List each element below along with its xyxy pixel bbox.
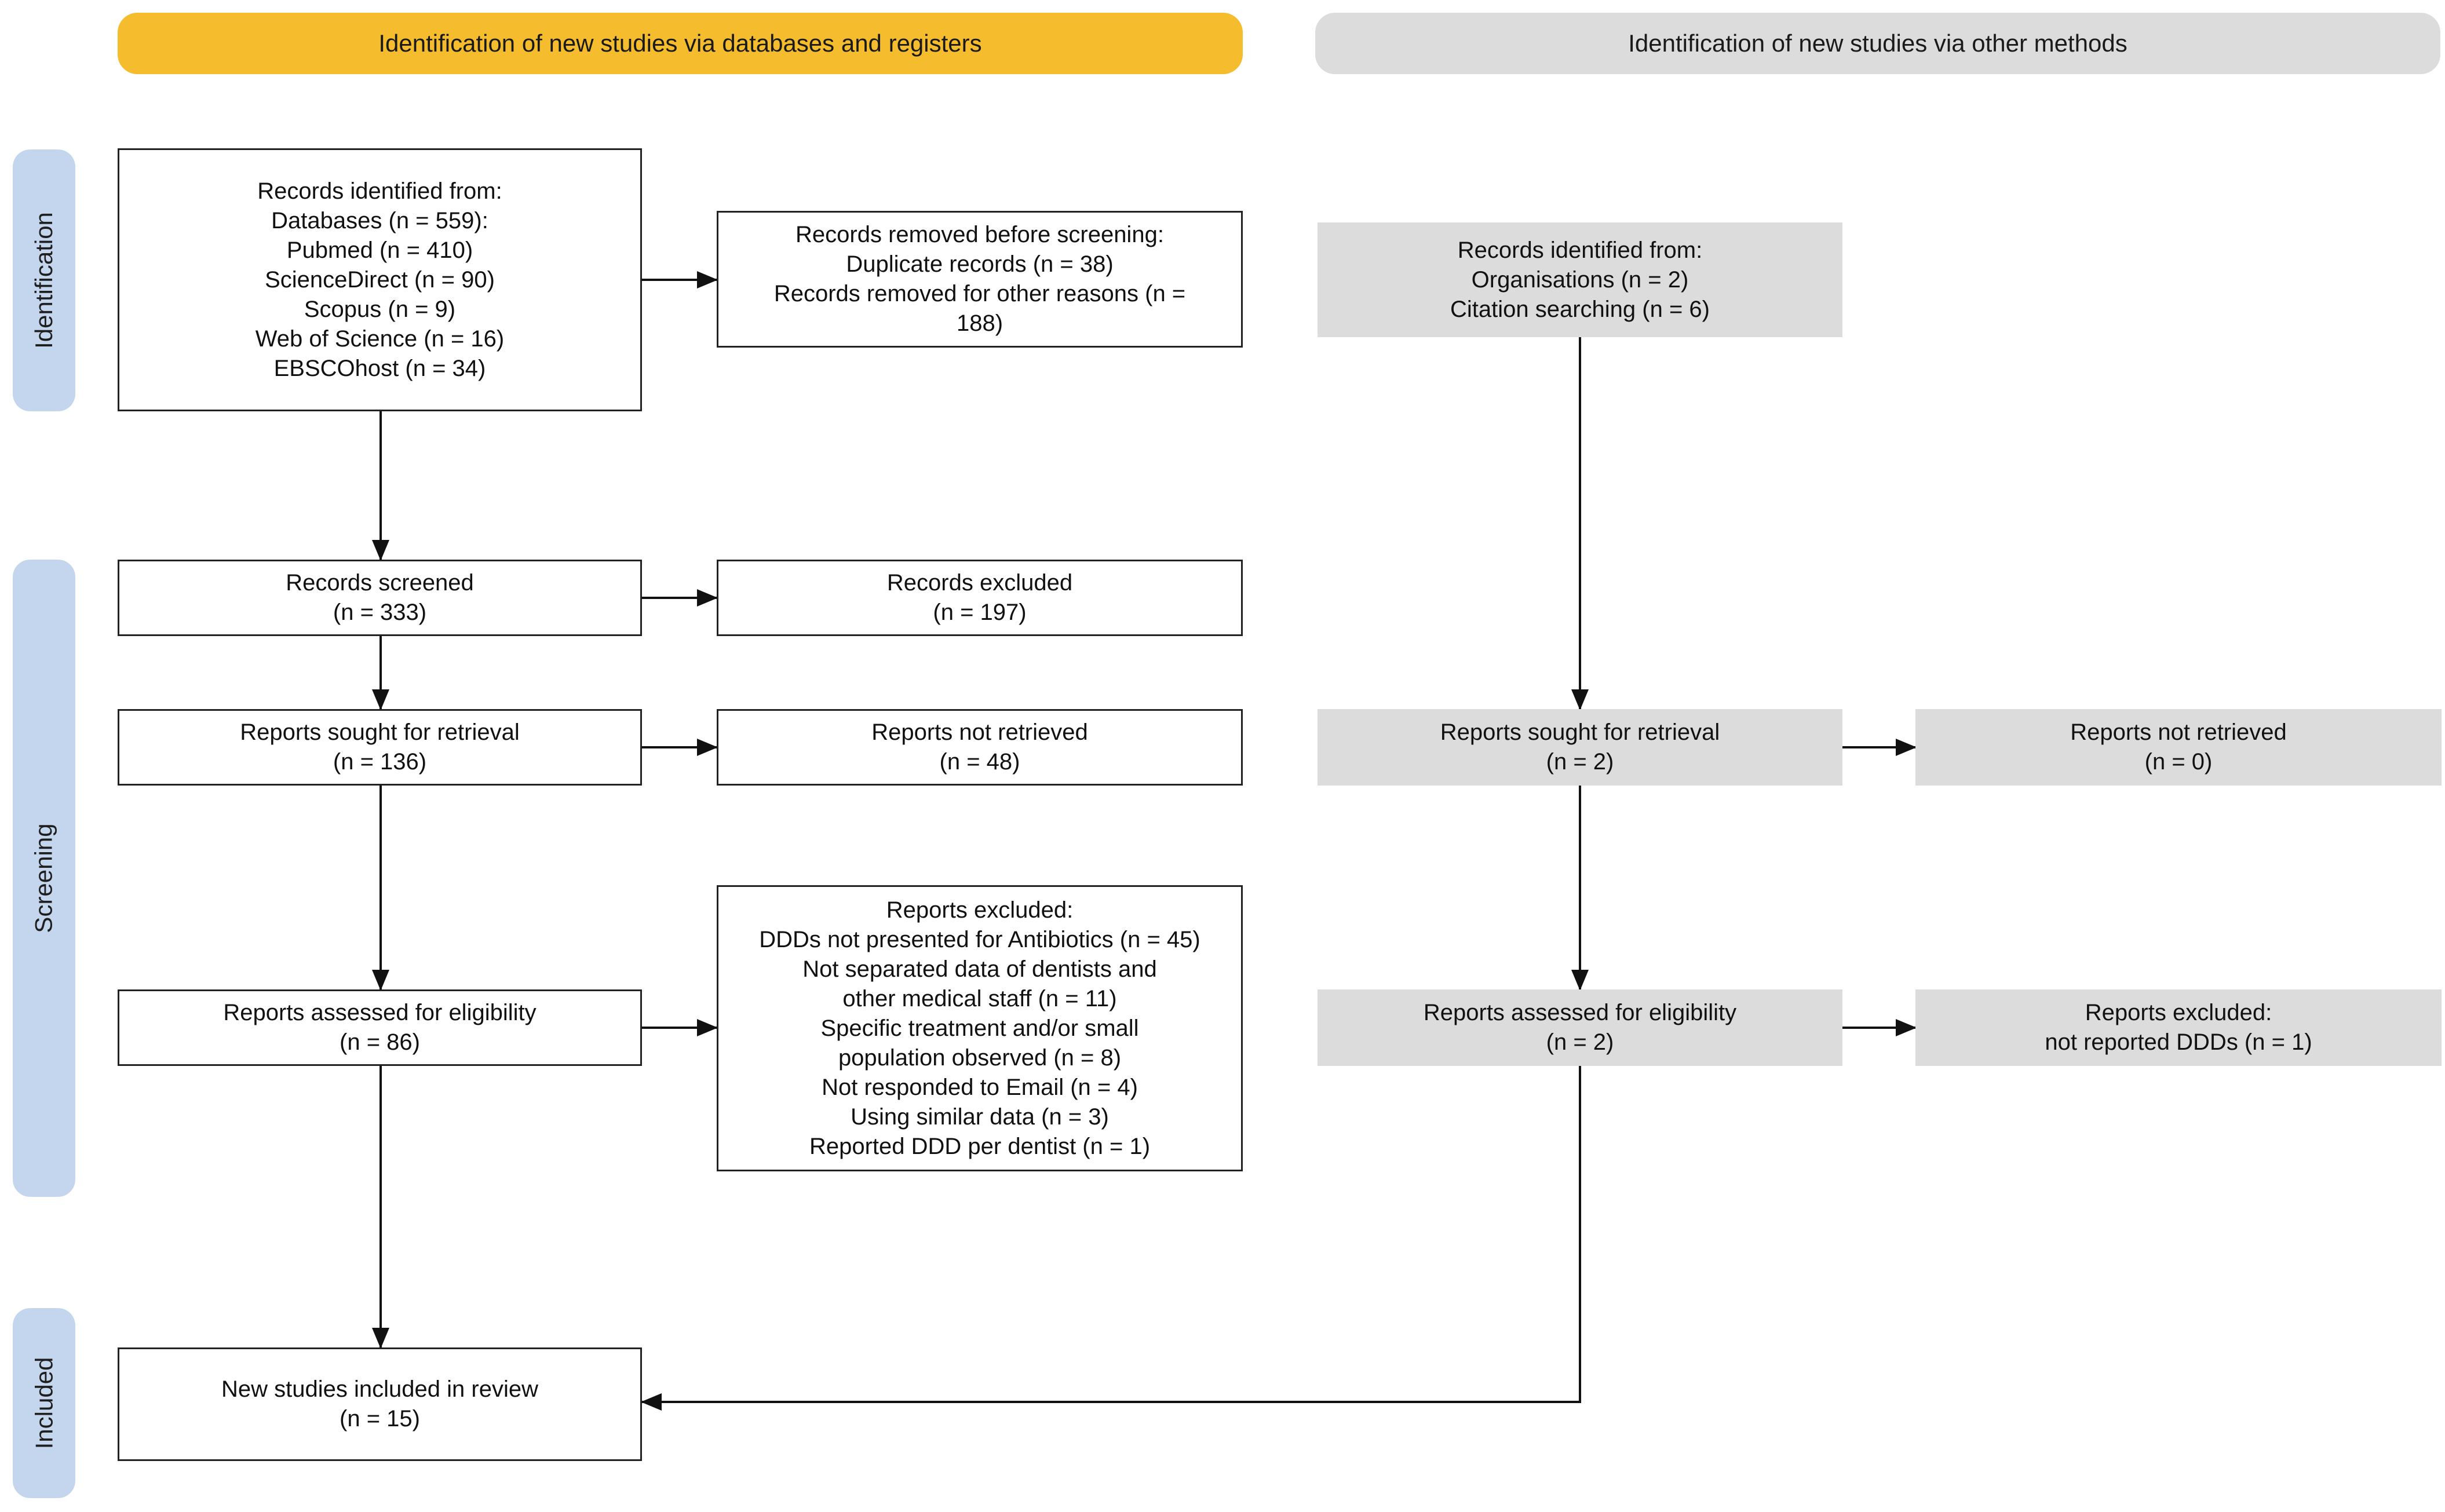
exclusion-reason: Not separated data of dentists and <box>802 956 1157 982</box>
stage-identification: Identification <box>13 149 75 411</box>
reports-sought-count: (n = 136) <box>333 749 427 775</box>
other-records-identified: Records identified from: Organisations (… <box>1318 222 1842 337</box>
records-screened-count: (n = 333) <box>333 600 427 625</box>
exclusion-reason: other medical staff (n = 11) <box>842 985 1117 1011</box>
web-of-science-count: Web of Science (n = 16) <box>255 326 505 352</box>
duplicate-records: Duplicate records (n = 38) <box>846 251 1114 277</box>
ebscohost-count: EBSCOhost (n = 34) <box>273 355 486 381</box>
pubmed-count: Pubmed (n = 410) <box>286 237 473 263</box>
other-reports-assessed-label: Reports assessed for eligibility <box>1423 1000 1737 1025</box>
reports-sought-for-retrieval: Reports sought for retrieval (n = 136) <box>118 709 642 786</box>
sciencedirect-count: ScienceDirect (n = 90) <box>265 266 495 293</box>
other-reports-sought: Reports sought for retrieval (n = 2) <box>1318 709 1842 786</box>
reports-assessed-count: (n = 86) <box>340 1029 420 1055</box>
arrow-right-assessed-to-included <box>641 1066 1581 1411</box>
records-removed-title: Records removed before screening: <box>795 222 1164 247</box>
studies-included-label: New studies included in review <box>221 1376 538 1402</box>
reports-excluded-title: Reports excluded: <box>886 897 1074 923</box>
exclusion-reason: DDDs not presented for Antibiotics (n = … <box>759 926 1200 952</box>
reports-excluded: Reports excluded: DDDs not presented for… <box>717 885 1243 1171</box>
exclusion-reason: Reported DDD per dentist (n = 1) <box>809 1133 1151 1159</box>
other-reasons-count: 188) <box>956 311 1003 336</box>
records-identified-line: Records identified from: <box>257 178 502 204</box>
reports-sought-label: Reports sought for retrieval <box>240 720 520 745</box>
header-other-methods: Identification of new studies via other … <box>1315 13 2440 74</box>
header-databases-label: Identification of new studies via databa… <box>378 30 982 57</box>
organisations-count: Organisations (n = 2) <box>1471 266 1689 293</box>
reports-assessed-for-eligibility: Reports assessed for eligibility (n = 86… <box>118 989 642 1066</box>
reports-not-retrieved: Reports not retrieved (n = 48) <box>717 709 1243 786</box>
other-reports-sought-count: (n = 2) <box>1546 749 1614 775</box>
other-reports-not-retrieved: Reports not retrieved (n = 0) <box>1915 709 2442 786</box>
stage-included: Included <box>13 1308 75 1498</box>
exclusion-reason: Using similar data (n = 3) <box>851 1104 1109 1130</box>
other-reports-excluded-title: Reports excluded: <box>2085 1000 2272 1025</box>
other-reports-excluded: Reports excluded: not reported DDDs (n =… <box>1915 989 2442 1066</box>
records-identified-databases: Records identified from: Databases (n = … <box>118 148 642 411</box>
exclusion-reason: population observed (n = 8) <box>838 1044 1122 1071</box>
other-records-identified-label: Records identified from: <box>1457 237 1703 263</box>
citation-searching-count: Citation searching (n = 6) <box>1450 296 1710 322</box>
stage-screening: Screening <box>13 560 75 1197</box>
other-reports-assessed: Reports assessed for eligibility (n = 2) <box>1318 989 1842 1066</box>
other-reasons-line: Records removed for other reasons (n = <box>773 281 1186 306</box>
studies-included-count: (n = 15) <box>340 1406 420 1431</box>
records-excluded: Records excluded (n = 197) <box>717 560 1243 636</box>
other-exclusion-reason: not reported DDDs (n = 1) <box>2045 1029 2312 1055</box>
other-reports-not-retrieved-label: Reports not retrieved <box>2070 720 2287 745</box>
exclusion-reason: Not responded to Email (n = 4) <box>822 1074 1138 1100</box>
records-screened: Records screened (n = 333) <box>118 560 642 636</box>
header-other-label: Identification of new studies via other … <box>1628 30 2127 57</box>
other-reports-not-retrieved-count: (n = 0) <box>2144 749 2213 775</box>
records-removed-before-screening: Records removed before screening: Duplic… <box>717 211 1243 348</box>
reports-not-retrieved-label: Reports not retrieved <box>871 720 1088 745</box>
other-reports-assessed-count: (n = 2) <box>1546 1029 1614 1055</box>
new-studies-included: New studies included in review (n = 15) <box>118 1347 642 1461</box>
exclusion-reason: Specific treatment and/or small <box>820 1015 1139 1041</box>
reports-not-retrieved-count: (n = 48) <box>939 749 1020 775</box>
scopus-count: Scopus (n = 9) <box>304 296 456 322</box>
other-reports-sought-label: Reports sought for retrieval <box>1440 720 1720 745</box>
records-screened-label: Records screened <box>286 570 474 596</box>
reports-assessed-label: Reports assessed for eligibility <box>223 1000 537 1025</box>
records-excluded-label: Records excluded <box>886 570 1073 596</box>
header-databases-registers: Identification of new studies via databa… <box>118 13 1243 74</box>
records-excluded-count: (n = 197) <box>933 600 1027 625</box>
databases-count: Databases (n = 559): <box>271 207 488 233</box>
